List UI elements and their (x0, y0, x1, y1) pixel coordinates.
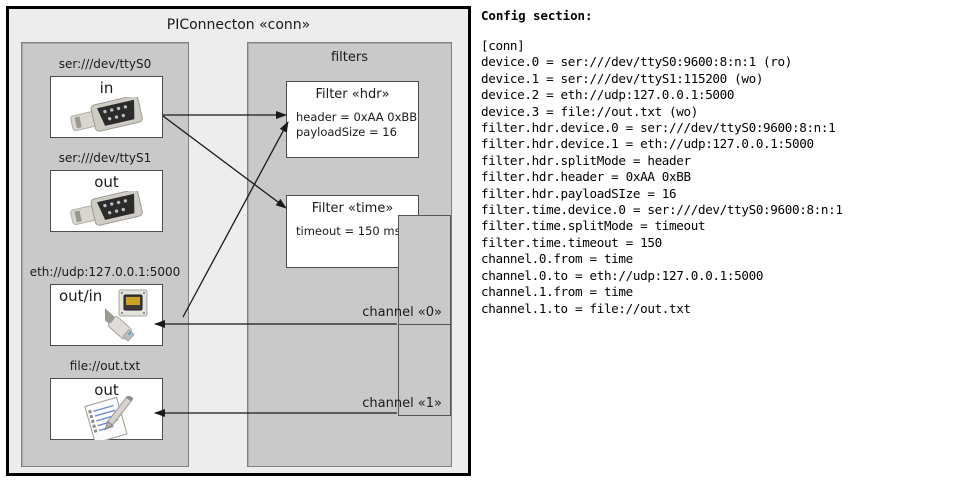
filter-box-hdr[interactable]: Filter «hdr» header = 0xAA 0xBB payloadS… (286, 81, 419, 158)
filter-title-time: Filter «time» (311, 201, 394, 216)
filter-title-hdr: Filter «hdr» (315, 87, 390, 102)
channel-box-1[interactable]: channel «1» (362, 324, 451, 416)
device-box-ttyS1[interactable]: out (50, 170, 163, 232)
filter-props-time: timeout = 150 ms (296, 224, 401, 238)
text-file-icon (83, 394, 137, 444)
filters-panel-title: filters (330, 50, 368, 65)
device-io-eth: out/in (59, 287, 103, 305)
connection-diagram: PIConnecton «conn» ser:///dev/ttyS0 in (6, 6, 471, 476)
diagram-title: PIConnecton «conn» (166, 17, 311, 33)
config-section-heading: Config section: (481, 8, 593, 23)
filter-props-hdr: header = 0xAA 0xBB payloadSize = 16 (296, 110, 418, 139)
channel-label-0: channel «0» (362, 305, 442, 320)
device-label-ttyS0: ser:///dev/ttyS0 (58, 57, 152, 71)
channel-box-0[interactable]: channel «0» (362, 215, 451, 325)
serial-db9-icon (63, 95, 153, 139)
channel-label-1: channel «1» (362, 396, 442, 411)
device-io-ttyS1: out (94, 173, 119, 191)
device-label-ttyS1: ser:///dev/ttyS1 (58, 151, 152, 165)
device-io-file: out (94, 381, 119, 399)
filters-panel: filters Filter «hdr» header = 0xAA 0xBB … (247, 42, 452, 467)
config-text: [conn] device.0 = ser:///dev/ttyS0:9600:… (481, 38, 843, 316)
device-label-file: file://out.txt (69, 359, 141, 373)
serial-db9-icon (63, 189, 153, 233)
device-box-file[interactable]: out (50, 378, 163, 444)
devices-panel: ser:///dev/ttyS0 in (21, 42, 189, 467)
device-label-eth: eth://udp:127.0.0.1:5000 (29, 265, 181, 279)
device-box-ttyS0[interactable]: in (50, 76, 163, 138)
filter-box-time[interactable]: Filter «time» timeout = 150 ms (286, 195, 419, 268)
config-section: Config section: [conn] device.0 = ser://… (481, 8, 961, 478)
device-io-ttyS0: in (99, 79, 114, 97)
ethernet-rj45-icon (89, 288, 161, 348)
device-box-eth[interactable]: out/in (50, 284, 163, 346)
